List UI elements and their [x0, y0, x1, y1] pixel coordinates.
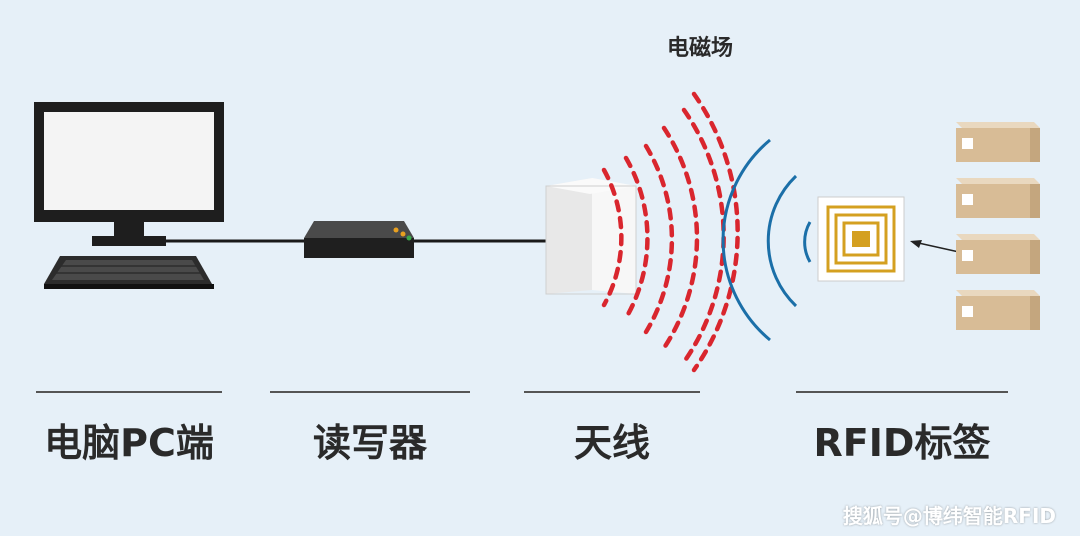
rfid-tag-icon: [817, 196, 905, 282]
label-reader: 读写器: [312, 421, 427, 465]
label-pc: 电脑PC端: [44, 421, 214, 465]
divider-reader: [270, 391, 470, 393]
label-antenna: 天线: [573, 421, 650, 465]
divider-tag: [796, 391, 1008, 393]
label-rfid-tag: RFID标签: [813, 421, 991, 465]
antenna-panel-icon: [545, 178, 637, 295]
divider-pc: [36, 391, 222, 393]
tag-response-waves: [721, 138, 812, 342]
tagged-boxes: [956, 122, 1040, 330]
divider-antenna: [524, 391, 700, 393]
pc-computer-icon: [34, 102, 224, 289]
box-icon: [956, 234, 1040, 274]
box-icon: [956, 178, 1040, 218]
watermark: 搜狐号@博纬智能RFID: [842, 504, 1056, 528]
reader-device-icon: [304, 221, 414, 258]
field-label: 电磁场: [666, 36, 733, 61]
box-icon: [956, 122, 1040, 162]
box-icon: [956, 290, 1040, 330]
